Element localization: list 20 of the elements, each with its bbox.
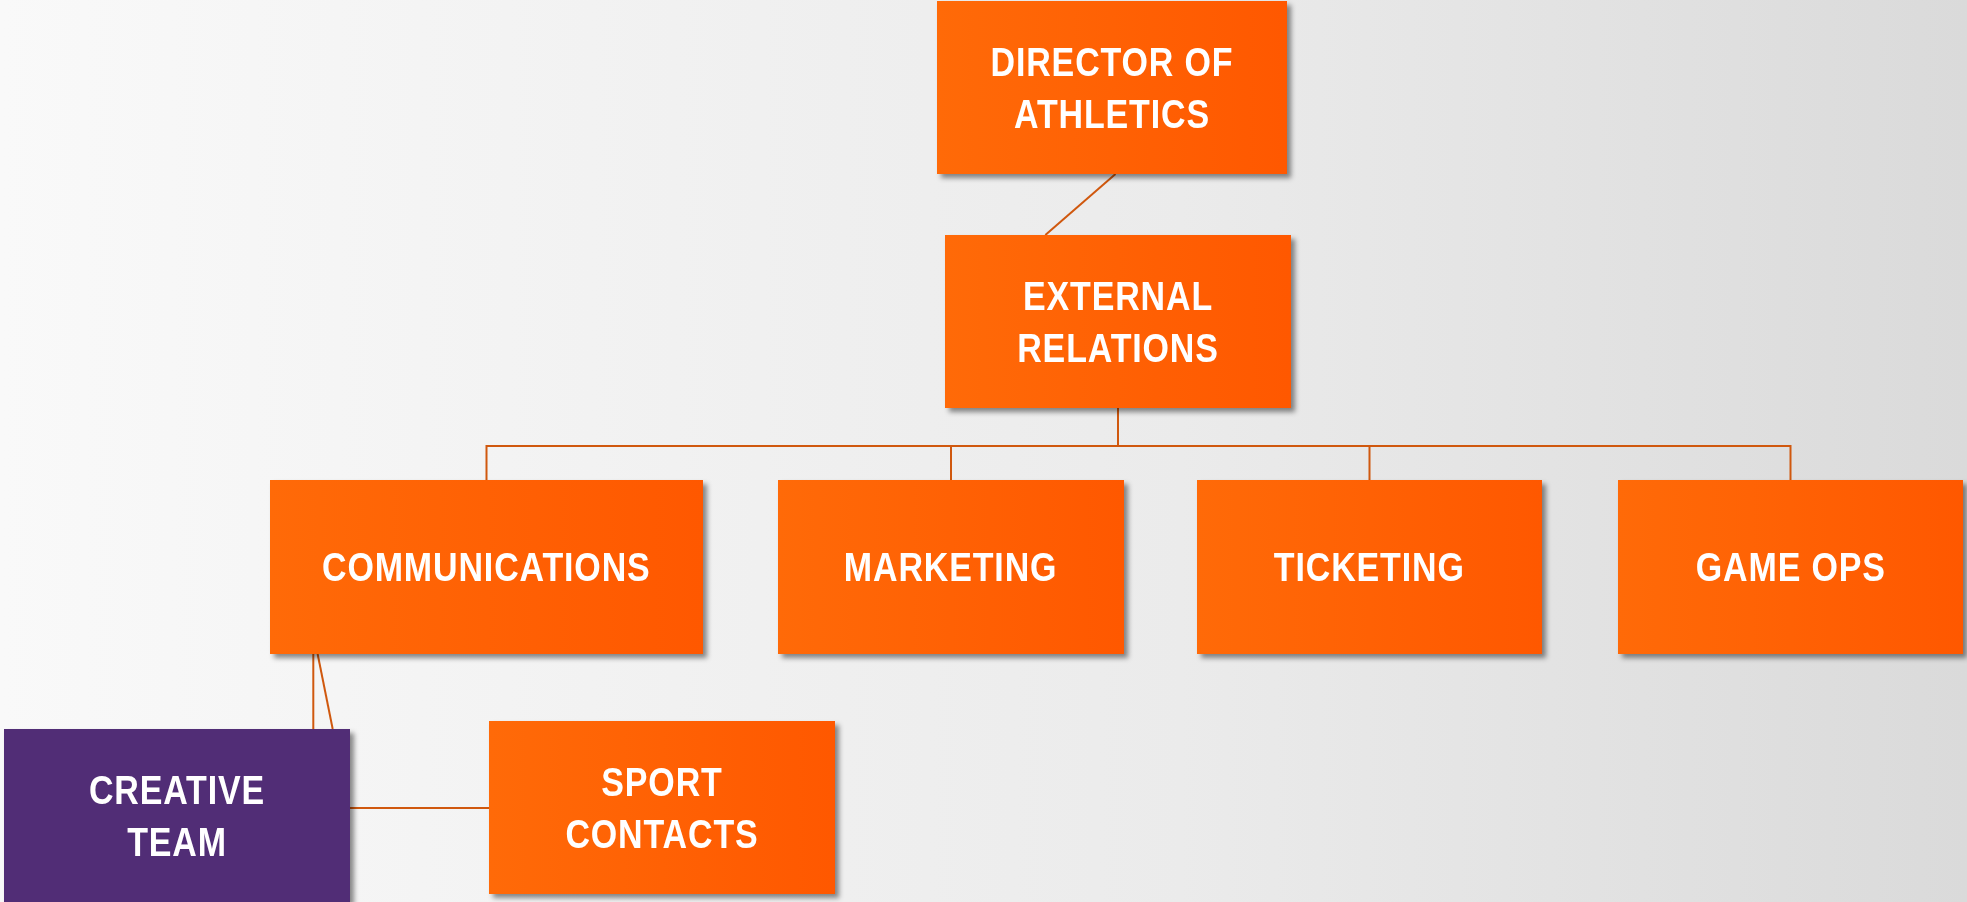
connector-line — [1044, 173, 1117, 236]
org-box — [1197, 480, 1542, 654]
box-label: TICKETING — [1274, 544, 1465, 591]
org-box — [1618, 480, 1963, 654]
org-box — [4, 729, 350, 902]
org-box — [937, 1, 1287, 174]
connector-line — [312, 653, 315, 730]
org-box — [778, 480, 1124, 654]
box-label: SPORT CONTACTS — [564, 758, 760, 858]
org-box — [489, 721, 835, 894]
connector-line — [316, 653, 334, 730]
connector-line — [349, 807, 490, 809]
org-box — [945, 235, 1291, 408]
box-label: GAME OPS — [1695, 544, 1886, 591]
box-label: COMMUNICATIONS — [322, 544, 651, 591]
box-label: DIRECTOR OF ATHLETICS — [989, 38, 1235, 138]
box-label: CREATIVE TEAM — [87, 766, 267, 866]
box-label: MARKETING — [844, 544, 1058, 591]
box-label: EXTERNAL RELATIONS — [1016, 272, 1220, 372]
org-box — [270, 480, 703, 654]
